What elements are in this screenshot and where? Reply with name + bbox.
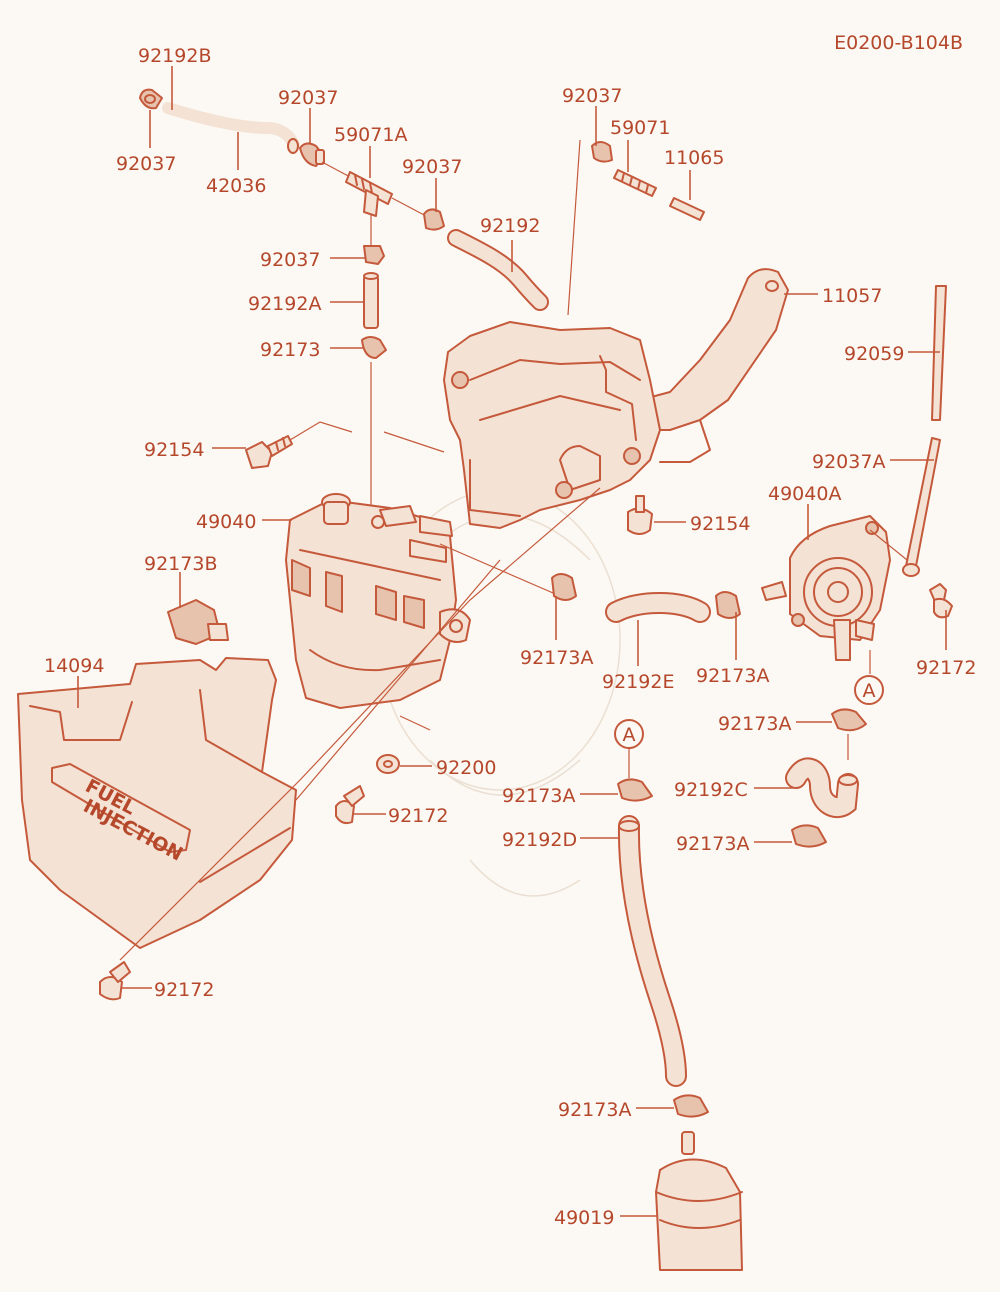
label-49040: 49040: [196, 511, 256, 533]
label-92154-right: 92154: [690, 513, 750, 535]
label-92173A-bottom: 92173A: [558, 1099, 631, 1121]
label-92154-left: 92154: [144, 439, 204, 461]
label-92172-bottom: 92172: [154, 979, 214, 1001]
clamp-92037-mid: [423, 208, 445, 231]
screw-92172-right: [929, 583, 953, 619]
clamp-92173A-right-lower: [791, 824, 827, 848]
label-92037-left: 92037: [116, 153, 176, 175]
label-42036: 42036: [206, 175, 266, 197]
pipe-11065: [669, 197, 705, 221]
label-92059: 92059: [844, 343, 904, 365]
fuel-pump-49040A: [789, 515, 891, 661]
fuel-filter-49019: [655, 1131, 743, 1271]
clamp-92173A-right: [831, 708, 867, 732]
hose-92192A: [363, 272, 379, 329]
label-92172-center: 92172: [388, 805, 448, 827]
fuel-pump-module-49040: [285, 493, 471, 709]
bolt-92154-right: [627, 495, 653, 535]
label-11057: 11057: [822, 285, 882, 307]
label-92173: 92173: [260, 339, 320, 361]
pipe-59071: [613, 169, 657, 197]
connector-92173B: [167, 599, 229, 645]
label-59071: 59071: [610, 117, 670, 139]
clamp-92173: [361, 336, 387, 359]
label-92173A-center: 92173A: [502, 785, 575, 807]
clamp-92173A-bottom: [673, 1094, 709, 1118]
label-92037-top-right: 92037: [562, 85, 622, 107]
pump-nipple: [761, 581, 787, 601]
tee-joint-59071A: [345, 171, 393, 217]
label-92192: 92192: [480, 215, 540, 237]
rod-92037A: [902, 437, 941, 577]
label-92200: 92200: [436, 757, 496, 779]
connector-a-center: A: [614, 719, 644, 749]
label-92173B: 92173B: [144, 553, 217, 575]
cover-14094: FUEL INJECTION: [17, 657, 297, 949]
label-49040A: 49040A: [768, 483, 841, 505]
diagram-code: E0200-B104B: [834, 32, 963, 54]
label-92173A-right: 92173A: [718, 713, 791, 735]
bracket-11057: [639, 268, 789, 463]
hose-92192D: [617, 815, 687, 1087]
hose-92192C: [785, 757, 859, 819]
label-92173A-right-lower: 92173A: [676, 833, 749, 855]
clamp-92037-top-right: [591, 141, 613, 163]
label-92037-top-mid: 92037: [278, 87, 338, 109]
label-92192E: 92192E: [602, 671, 674, 693]
label-92173A-mid: 92173A: [520, 647, 593, 669]
tank-housing: [443, 321, 661, 529]
label-92037-mid: 92037: [402, 156, 462, 178]
label-49019: 49019: [554, 1207, 614, 1229]
label-14094: 14094: [44, 655, 104, 677]
clamp-92173A-mid: [551, 573, 577, 601]
clamp-92037-top-left: [139, 88, 163, 110]
label-59071A: 59071A: [334, 124, 407, 146]
hose-42036: [162, 102, 300, 154]
screw-92172-bottom: [99, 961, 131, 1001]
label-92192B: 92192B: [138, 45, 211, 67]
hose-92192E: [605, 592, 711, 623]
label-92192C: 92192C: [674, 779, 748, 801]
svg-text:A: A: [863, 680, 876, 702]
clamp-92037-tee: [363, 245, 385, 265]
hose-92192: [447, 229, 549, 311]
label-92037A: 92037A: [812, 451, 885, 473]
screw-92172-center: [335, 785, 365, 825]
label-11065: 11065: [664, 147, 724, 169]
svg-text:A: A: [623, 724, 636, 746]
clamp-92173A-pump: [715, 591, 741, 619]
label-92192D: 92192D: [502, 829, 577, 851]
label-92037-tee: 92037: [260, 249, 320, 271]
clamp-92037-top-mid: [299, 142, 325, 167]
connector-a-right: A: [854, 675, 884, 705]
clamp-92173A-center: [617, 778, 653, 802]
bolt-92154-left: [245, 435, 293, 469]
label-92173A-pump: 92173A: [696, 665, 769, 687]
washer-92200: [376, 754, 400, 774]
label-92172-right: 92172: [916, 657, 976, 679]
label-92192A: 92192A: [248, 293, 321, 315]
rod-92059: [931, 285, 947, 421]
